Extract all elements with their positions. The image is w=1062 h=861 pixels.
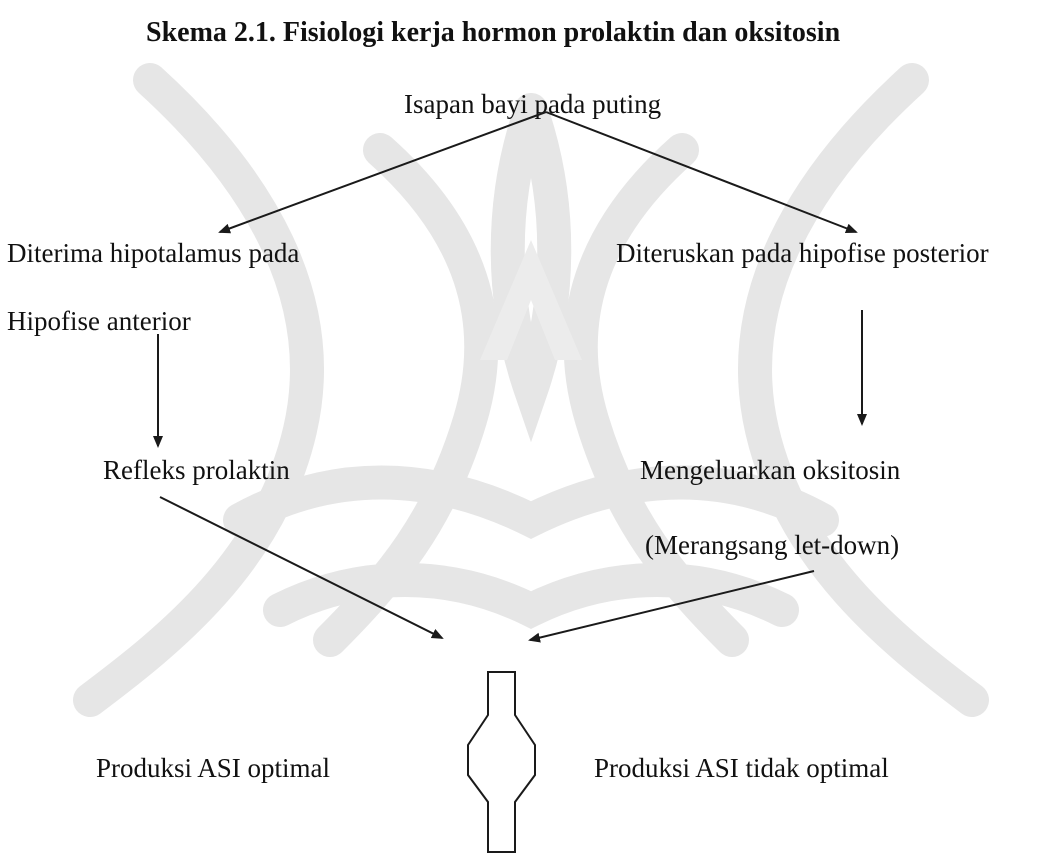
node-left-3: Refleks prolaktin [103, 455, 290, 485]
node-right-4: (Merangsang let-down) [645, 530, 900, 560]
outcome-left: Produksi ASI optimal [96, 753, 331, 783]
node-left-2: Hipofise anterior [7, 306, 191, 336]
arrow-right-to-center [528, 570, 815, 643]
arrow-left-to-center [159, 496, 444, 639]
node-right-1: Diteruskan pada hipofise posterior [616, 238, 989, 268]
node-top: Isapan bayi pada puting [404, 89, 662, 119]
diagram-title: Skema 2.1. Fisiologi kerja hormon prolak… [146, 17, 841, 48]
arrow-top-to-left [218, 111, 547, 234]
arrow-top-to-right [545, 111, 858, 234]
double-arrow [467, 671, 536, 853]
outcome-right: Produksi ASI tidak optimal [594, 753, 889, 783]
node-right-3: Mengeluarkan oksitosin [640, 455, 901, 485]
node-left-1: Diterima hipotalamus pada [7, 238, 300, 268]
